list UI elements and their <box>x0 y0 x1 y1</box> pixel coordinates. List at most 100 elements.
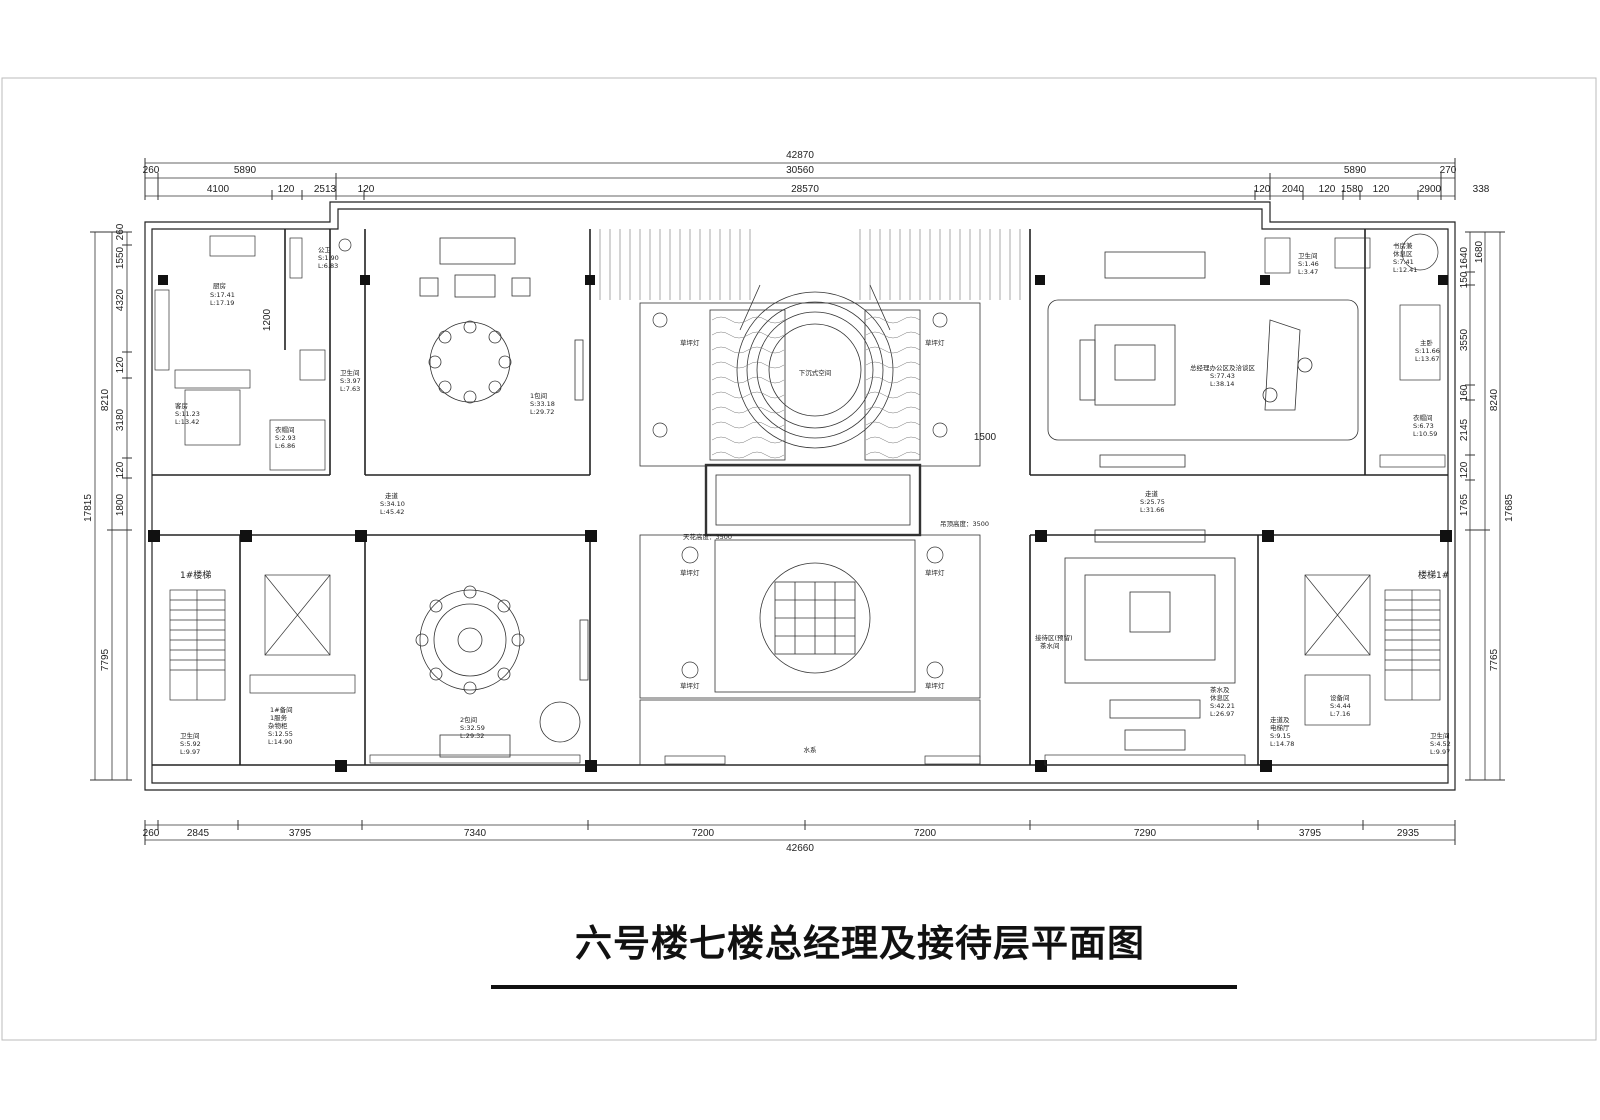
atrium-label: 下沉式空间 <box>799 368 832 377</box>
dim-right-fine-3: 150 <box>1459 271 1470 288</box>
left-stair-elevator <box>169 574 356 701</box>
wc-left-area: S:3.97 <box>340 377 361 385</box>
partition-walls <box>152 229 1448 766</box>
wc-bottom-right-name: 卫生间 <box>1430 731 1450 740</box>
master-bed-area: S:11.66 <box>1415 347 1440 355</box>
wardrobe-right-area: S:6.73 <box>1413 422 1434 430</box>
lamp-label-3: 草坪灯 <box>680 681 700 690</box>
office-area: S:77.43 <box>1210 372 1235 380</box>
dim-bottom-6: 7200 <box>914 828 937 839</box>
dim-top2-7: 2040 <box>1282 184 1305 195</box>
dining2-area: S:32.59 <box>460 724 485 732</box>
lower-circle <box>759 562 871 674</box>
corridor-left-name: 走道 <box>385 491 399 500</box>
wc-bottom-right-area: S:4.52 <box>1430 740 1451 748</box>
rest-right-area: S:7.41 <box>1393 258 1414 266</box>
dimension-ticks <box>90 158 1505 845</box>
dim-top2-6: 120 <box>1254 184 1271 195</box>
dim-bottom-5: 7200 <box>692 828 715 839</box>
service-left-perimeter: L:14.90 <box>268 738 292 746</box>
tea-name2: 休息区 <box>1210 693 1230 702</box>
dim-right-fine-6: 2145 <box>1459 418 1470 441</box>
lamp-label-1: 草坪灯 <box>680 568 700 577</box>
tea-area: S:42.21 <box>1210 702 1235 710</box>
kitchen-name: 厨房 <box>213 281 226 290</box>
stair-right-label: 楼梯1# <box>1418 569 1449 581</box>
dim-right-mid-2: 7765 <box>1489 648 1500 671</box>
dim-right-fine-8: 1765 <box>1459 493 1470 516</box>
wc-left-name: 卫生间 <box>340 368 360 377</box>
dim-top2-10: 120 <box>1373 184 1390 195</box>
dim-left-total: 17815 <box>83 494 94 522</box>
dim-top2-8: 120 <box>1319 184 1336 195</box>
dim-right-fine-4: 3550 <box>1459 328 1470 351</box>
tea-perimeter: L:26.97 <box>1210 710 1234 718</box>
dim-right-mid-1: 8240 <box>1489 388 1500 411</box>
lamp-label-2: 草坪灯 <box>925 568 945 577</box>
right-suite-furniture <box>1264 233 1446 468</box>
dining1-name: 1包间 <box>530 391 547 400</box>
equip-area: S:4.44 <box>1330 702 1351 710</box>
reception-name: 接待区(预留) <box>1035 633 1073 642</box>
wardrobe-right-perimeter: L:10.59 <box>1413 430 1437 438</box>
lamp-label-4: 草坪灯 <box>925 681 945 690</box>
bedroom-left-area: S:11.23 <box>175 410 200 418</box>
wc-small-area: S:1.90 <box>318 254 339 262</box>
service-left-name3: 杂物柜 <box>268 721 288 730</box>
wave-panels <box>711 316 921 459</box>
wc-bottom-left-perimeter: L:9.97 <box>180 748 200 756</box>
wc-bottom-left-name: 卫生间 <box>180 731 200 740</box>
dim-left-mid-2: 7795 <box>100 648 111 671</box>
wc-top-right-perimeter: L:3.47 <box>1298 268 1318 276</box>
dim-bottom-4: 7340 <box>464 828 487 839</box>
dining2-name: 2包间 <box>460 715 477 724</box>
dim-top2-9: 1580 <box>1341 184 1364 195</box>
service-left-name2: 1服务 <box>270 713 288 722</box>
dim-top2-3: 2513 <box>314 184 337 195</box>
dim-top-3: 30560 <box>786 165 814 176</box>
dim-top2-1: 4100 <box>207 184 230 195</box>
kitchen-area: S:17.41 <box>210 291 235 299</box>
dining-room-1-furniture <box>419 237 584 404</box>
wc-small-name: 公卫 <box>318 246 332 254</box>
service-left-name: 1#备间 <box>270 705 293 714</box>
bedroom-left-name: 客房 <box>175 401 188 410</box>
dim-left-fine-3: 4320 <box>115 288 126 311</box>
kitchen-perimeter: L:17.19 <box>210 299 234 307</box>
water-label: 水系 <box>804 745 818 754</box>
dim-left-fine-6: 120 <box>115 461 126 478</box>
dim-bottom-8: 3795 <box>1299 828 1322 839</box>
dim-top-4: 5890 <box>1344 165 1367 176</box>
rest-right-name: 书房兼 <box>1393 241 1413 250</box>
dim-top2-5: 28570 <box>791 184 819 195</box>
wc-bottom-right-perimeter: L:9.97 <box>1430 748 1450 756</box>
dining1-perimeter: L:29.72 <box>530 408 554 416</box>
lamp-label-6: 草坪灯 <box>925 338 945 347</box>
window-strips <box>369 754 1246 766</box>
top-grille <box>599 229 1021 300</box>
reception-name2: 茶水间 <box>1040 641 1060 650</box>
office-name: 总经理办公区及洽谈区 <box>1190 363 1256 372</box>
service-left-area: S:12.55 <box>268 730 293 738</box>
dim-bottom-total: 42660 <box>786 843 814 854</box>
dim-bottom-3: 3795 <box>289 828 312 839</box>
office-perimeter: L:38.14 <box>1210 380 1234 388</box>
sunken-circle <box>736 284 894 449</box>
left-suite-furniture <box>154 235 352 471</box>
lamp-label-5: 草坪灯 <box>680 338 700 347</box>
lamp-icons <box>652 312 948 679</box>
rest-right-name2: 休息区 <box>1393 249 1413 258</box>
dim-top-total: 42870 <box>786 150 814 161</box>
dim-top2-4: 120 <box>358 184 375 195</box>
wc-top-right-area: S:1.46 <box>1298 260 1319 268</box>
ceiling-note-2: 吊顶高度：3500 <box>940 519 989 528</box>
dim-top2-2: 120 <box>278 184 295 195</box>
master-bed-name: 主卧 <box>1420 338 1434 347</box>
dining2-perimeter: L:29.32 <box>460 732 484 740</box>
dim-left-fine-4: 120 <box>115 356 126 373</box>
rest-right-perimeter: L:12.41 <box>1393 266 1417 274</box>
dim-bottom-7: 7290 <box>1134 828 1157 839</box>
sheet-frame <box>1 77 1597 1041</box>
dim-top-1: 260 <box>143 165 160 176</box>
